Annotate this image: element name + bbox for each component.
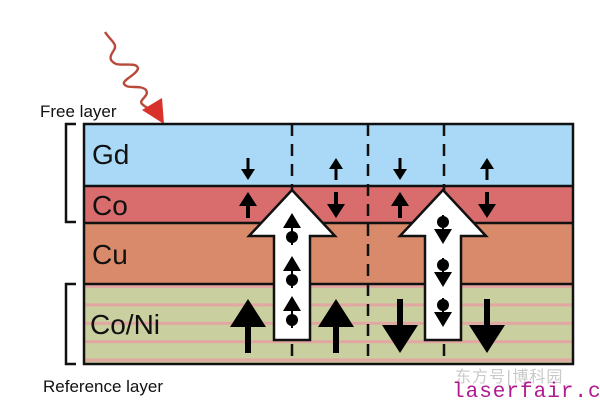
free-layer-label: Free layer [40,102,117,121]
electron-spin-down-icon [434,298,452,327]
electron-spin-up-icon [283,213,301,245]
layer-label-gd: Gd [92,139,129,170]
free-layer-bracket [64,122,76,224]
watermark-url: laserfair.com [452,381,600,404]
magnetization-arrows [230,158,505,353]
electron-spin-up-icon [283,296,301,328]
co-spin-up-arrow-icon [391,192,409,218]
layer-label-co: Co [92,190,128,221]
watermark-source: 东方号|博科园 [455,367,564,386]
spin-current-arrows [246,188,489,342]
reference-layer-bracket [64,282,76,366]
layer-label-coni: Co/Ni [90,309,160,340]
layer-label-cu: Cu [92,239,128,270]
electron-spin-up-icon [283,256,301,288]
gd-spin-down-arrow-icon [241,158,255,180]
light-pulse-icon [103,31,164,124]
co-spin-up-arrow-icon [239,192,257,218]
electron-spin-down-icon [434,215,452,244]
layer-gd [84,124,573,186]
co-spin-down-arrow-icon [327,192,345,218]
coni-magnetization-down-arrow-icon [382,299,418,353]
electron-spin-down-icon [434,258,452,287]
spin-current-arrow-2 [397,188,489,342]
reference-layer-label: Reference layer [43,377,163,396]
light-pulse-arrowhead [142,98,164,124]
layer-borders [82,122,575,366]
coni-magnetization-up-arrow-icon [230,299,266,353]
gd-spin-up-arrow-icon [480,158,494,180]
coni-magnetization-down-arrow-icon [469,299,505,353]
coni-magnetization-up-arrow-icon [318,299,354,353]
gd-spin-up-arrow-icon [329,158,343,180]
spin-current-arrow-1 [246,188,338,342]
gd-spin-down-arrow-icon [393,158,407,180]
co-spin-down-arrow-icon [478,192,496,218]
